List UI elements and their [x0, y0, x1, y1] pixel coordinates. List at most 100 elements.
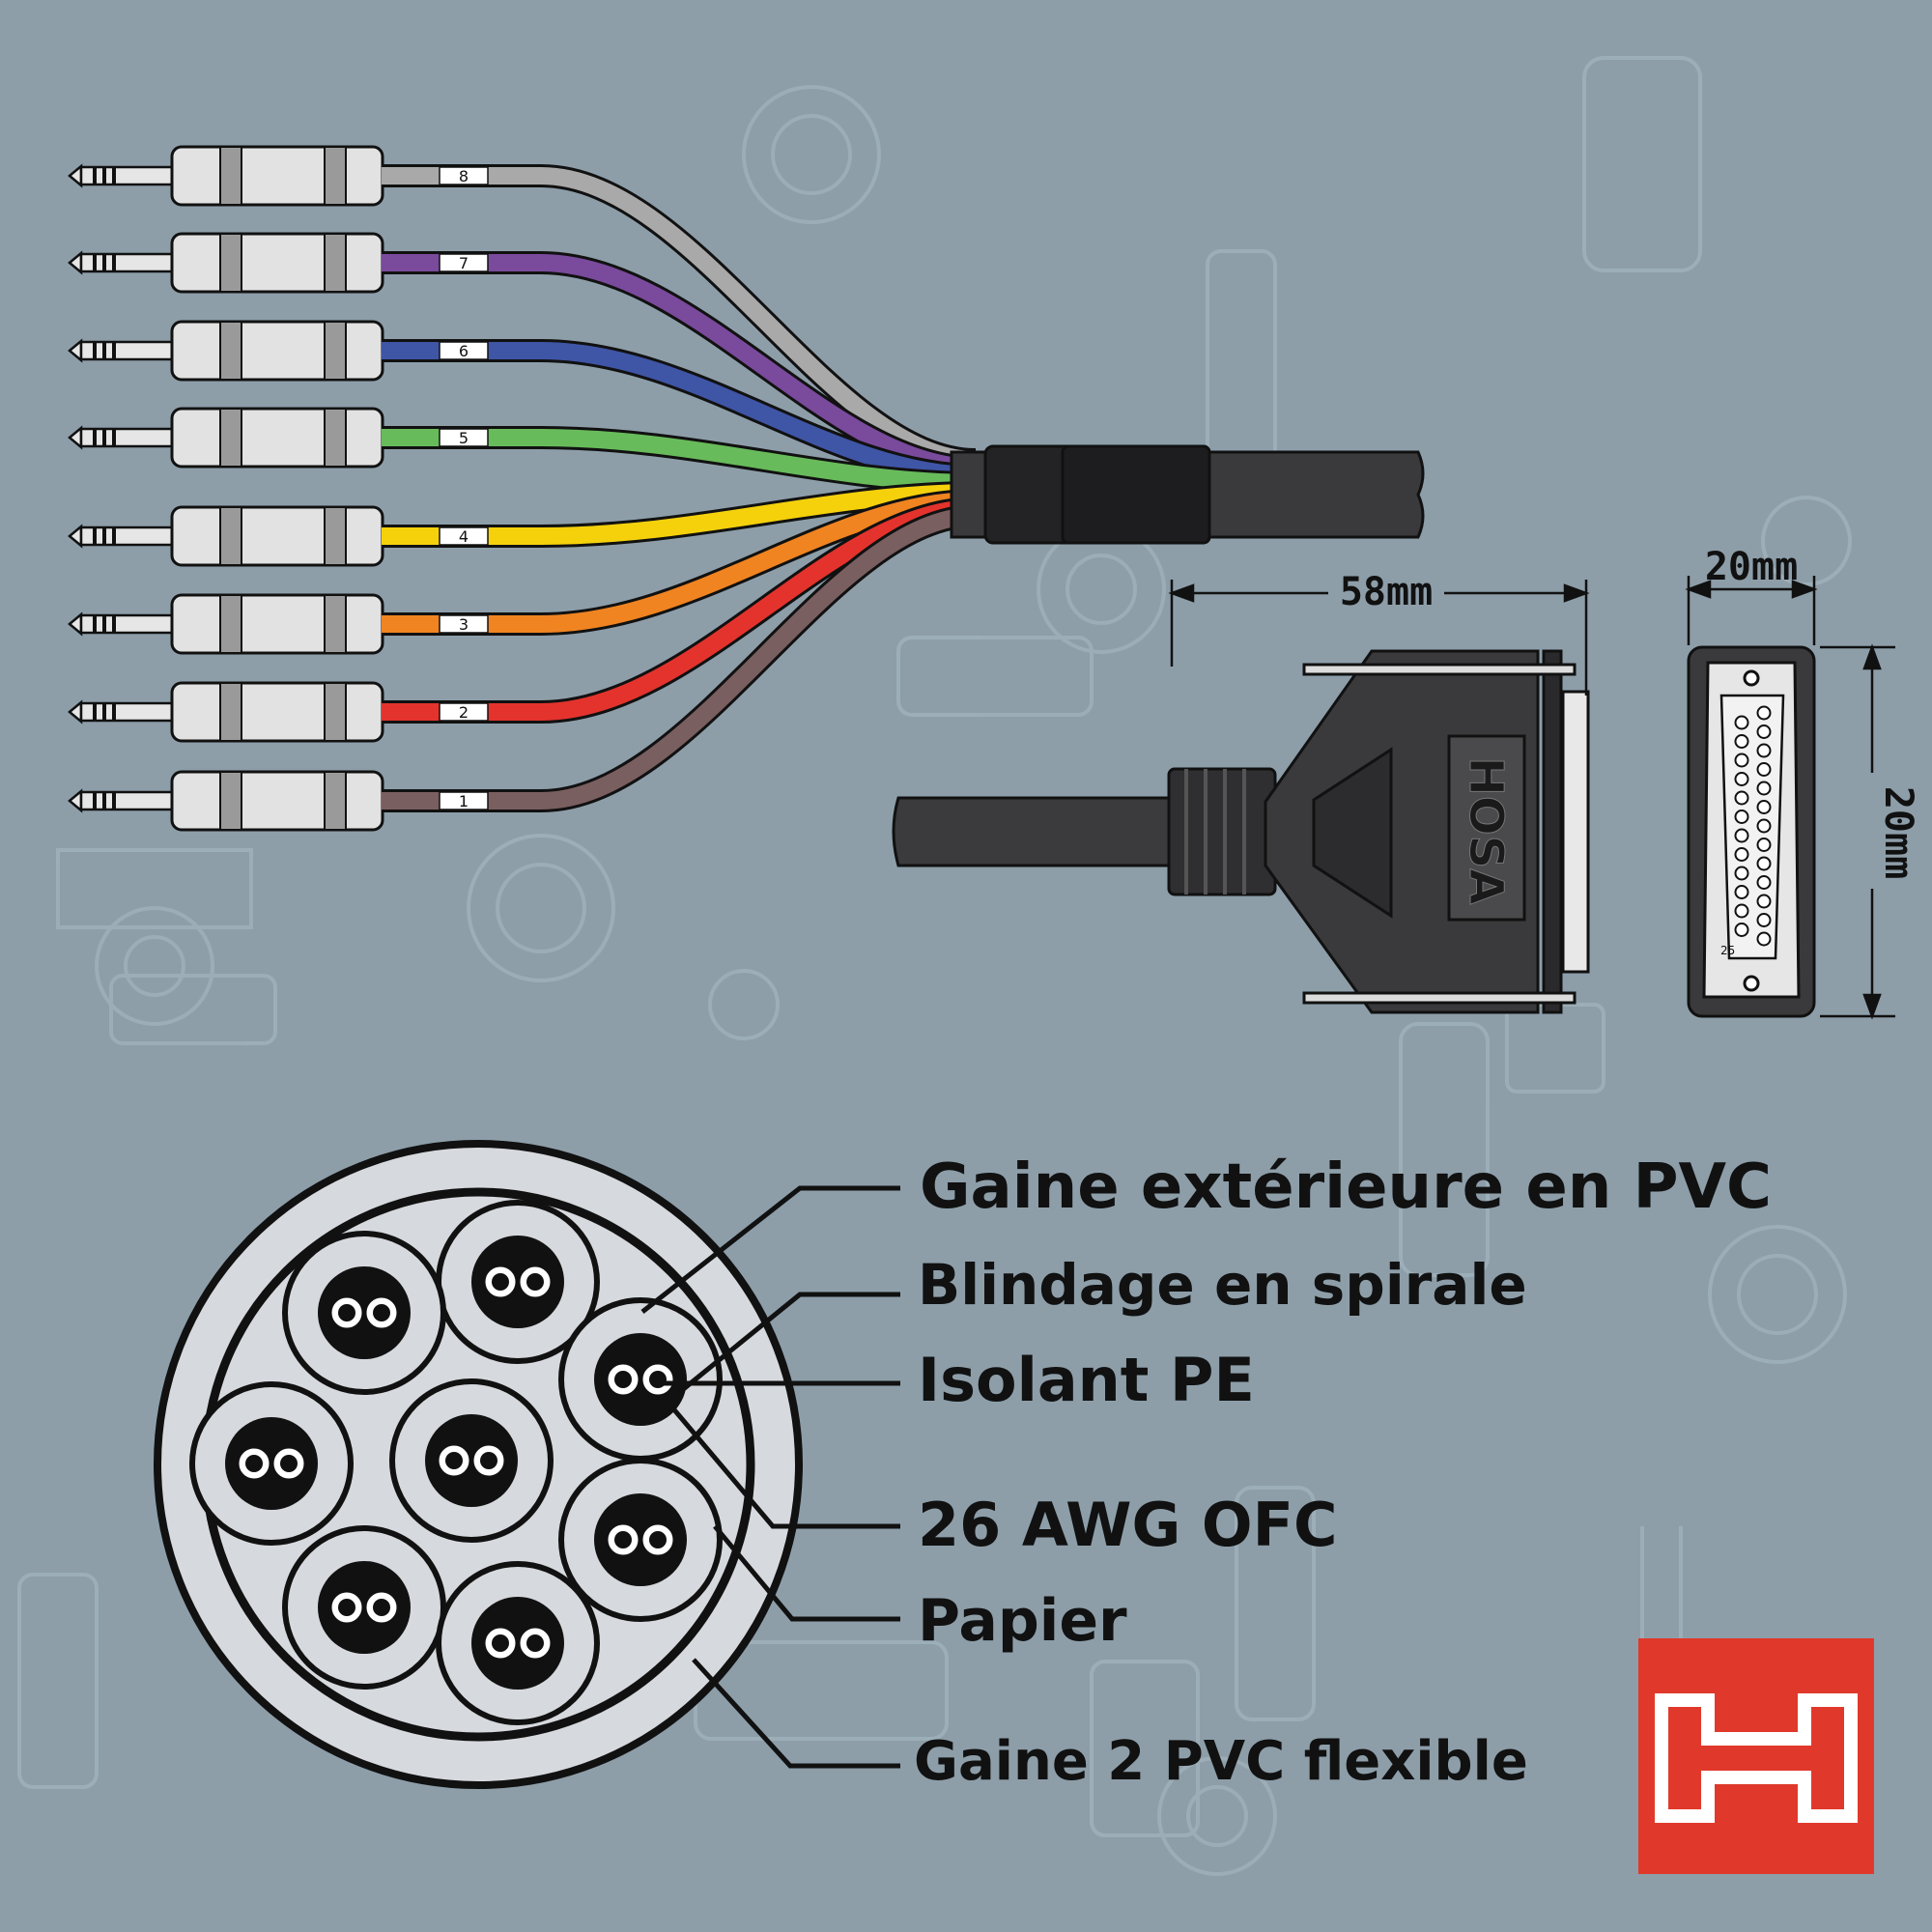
- jack-plugs: [68, 145, 384, 832]
- jack-plug-4: [68, 505, 384, 567]
- wire-tag-4: [439, 526, 489, 546]
- jack-plug-1: [68, 770, 384, 832]
- core-conductor: [480, 1452, 497, 1469]
- jack-grip-right: [324, 321, 347, 381]
- db25-pin: [1734, 903, 1749, 919]
- wire-number-5: 5: [459, 429, 469, 447]
- core-pair: [282, 1525, 446, 1690]
- core-pair: [282, 1231, 446, 1395]
- jack-body: [170, 407, 384, 469]
- db25-pin: [1734, 885, 1749, 899]
- core-conductor: [649, 1531, 667, 1548]
- core-conductor: [614, 1531, 632, 1548]
- db25-pin: [1756, 856, 1772, 871]
- core-pair: [436, 1561, 600, 1725]
- db25-pin: [1756, 724, 1772, 739]
- label-outer-jacket: Gaine extérieure en PVC: [920, 1151, 1772, 1223]
- jack-grip-right: [324, 682, 347, 742]
- db25-pin: [1734, 828, 1749, 843]
- jack-grip-left: [219, 408, 242, 468]
- wire-5: [382, 429, 977, 492]
- jack-grip-right: [324, 506, 347, 566]
- label-pe-insulation: Isolant PE: [918, 1345, 1255, 1415]
- jack-plug-3: [68, 593, 384, 655]
- wire-6: [382, 342, 977, 484]
- label-paper: Papier: [918, 1587, 1127, 1655]
- hosa-h-logo-icon: [1638, 1638, 1874, 1874]
- jack-body: [170, 770, 384, 832]
- db25-pin: [1756, 762, 1772, 777]
- db25-pin: [1734, 734, 1749, 749]
- jack-grip-left: [219, 594, 242, 654]
- wire-number-1: 1: [459, 792, 469, 810]
- jack-body: [170, 593, 384, 655]
- db25-pin: [1734, 810, 1749, 824]
- wire-tag-1: [439, 791, 489, 810]
- wire-1: [382, 507, 977, 810]
- jack-grip-right: [324, 408, 347, 468]
- label-conductor: 26 AWG OFC: [918, 1490, 1337, 1560]
- cable-wires: [382, 164, 977, 812]
- db25-pin: [1756, 913, 1772, 927]
- wire-3: [382, 492, 977, 633]
- core-conductor: [649, 1371, 667, 1388]
- jack-grip-left: [219, 682, 242, 742]
- jack-plug-8: [68, 145, 384, 207]
- jack-body: [170, 145, 384, 207]
- wire-tag-8: [439, 166, 489, 185]
- core-conductor: [245, 1455, 263, 1472]
- core-conductor: [614, 1371, 632, 1388]
- core-conductor: [373, 1304, 390, 1321]
- core-pair: [558, 1458, 723, 1622]
- breakout-sleeve: [950, 444, 1425, 545]
- db25-pin: [1756, 875, 1772, 890]
- label-inner-jacket: Gaine 2 PVC flexible: [914, 1730, 1528, 1793]
- wire-number-7: 7: [459, 254, 469, 272]
- label-spiral-shield: Blindage en spirale: [918, 1252, 1527, 1318]
- db25-connector-front-view: [1687, 645, 1816, 1018]
- db25-pin: [1756, 818, 1772, 834]
- jack-plug-6: [68, 320, 384, 382]
- wire-4: [382, 484, 977, 545]
- core-conductor: [492, 1273, 509, 1291]
- jack-grip-left: [219, 321, 242, 381]
- length-dimension: 58mm: [1340, 570, 1433, 614]
- db25-pin: [1734, 923, 1749, 937]
- jack-plug-7: [68, 232, 384, 294]
- core-pair: [189, 1381, 354, 1546]
- height-dimension: 20mm: [1876, 786, 1920, 879]
- jack-plug-5: [68, 407, 384, 469]
- core-conductor: [526, 1634, 544, 1652]
- core-conductor: [526, 1273, 544, 1291]
- db25-pin: [1756, 781, 1772, 796]
- jack-grip-left: [219, 771, 242, 831]
- wire-tag-3: [439, 614, 489, 634]
- db25-pin: [1734, 715, 1749, 730]
- core-conductor: [445, 1452, 463, 1469]
- db25-pin: [1756, 743, 1772, 758]
- leader-lines: [640, 1185, 900, 1769]
- jack-plug-2: [68, 681, 384, 743]
- jack-body: [170, 320, 384, 382]
- jack-grip-right: [324, 233, 347, 293]
- background-connector-pattern: [17, 56, 1852, 1876]
- jack-grip-left: [219, 146, 242, 206]
- db25-pin: [1734, 790, 1749, 806]
- jack-body: [170, 505, 384, 567]
- core-conductor: [338, 1599, 355, 1616]
- db25-pin: [1734, 772, 1749, 786]
- wire-number-8: 8: [459, 167, 469, 185]
- jack-grip-right: [324, 771, 347, 831]
- db25-connector-side-view: [892, 649, 1590, 1014]
- jack-grip-right: [324, 594, 347, 654]
- wire-tag-7: [439, 253, 489, 272]
- wire-tag-2: [439, 702, 489, 722]
- core-conductor: [492, 1634, 509, 1652]
- hosa-connector-text: HOSA: [1459, 757, 1513, 905]
- dimension-lines: [1168, 576, 1895, 1020]
- core-pair: [389, 1378, 554, 1543]
- db25-pin: [1734, 866, 1749, 881]
- wire-7: [382, 254, 977, 476]
- db25-pin: [1756, 838, 1772, 852]
